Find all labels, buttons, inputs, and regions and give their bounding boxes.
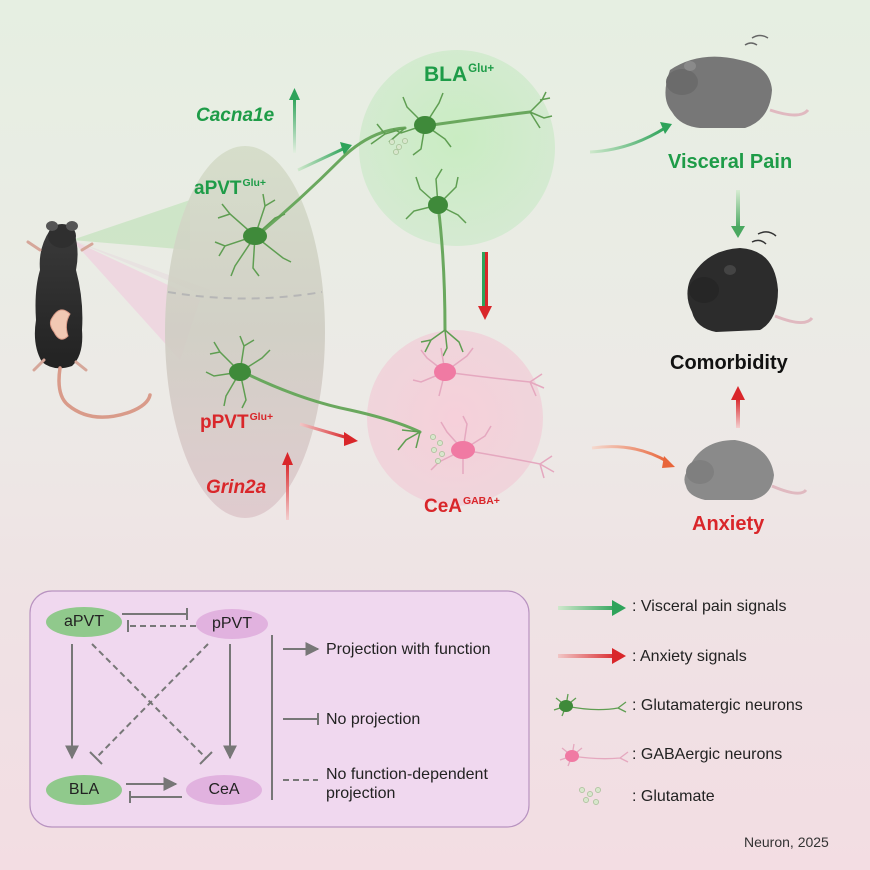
cea-label-name: CeA [424, 496, 463, 517]
mouse-illustration [26, 221, 152, 419]
grin2a-label: Grin2a [206, 477, 267, 498]
legend-glutamate-text: : Glutamate [632, 788, 715, 805]
key-no-function-dependent-line1: No function-dependent [326, 766, 488, 783]
key-projection-with-function: Projection with function [326, 641, 491, 658]
legend-visceral-arrow [558, 600, 626, 616]
key-no-function-dependent: No function-dependent projection [326, 765, 488, 803]
grin2a-up-arrow [282, 452, 293, 520]
cea-neuron-top [412, 347, 545, 397]
apvt-label: aPVTGlu+ [194, 178, 266, 200]
ppvt-label: pPVTGlu+ [200, 412, 273, 434]
key-no-function-dependent-line2: projection [326, 785, 396, 802]
visceral-pain-label: Visceral Pain [668, 151, 793, 173]
comorbidity-label: Comorbidity [670, 352, 788, 374]
apvt-neuron [214, 193, 292, 277]
rat-visceral-pain [665, 34, 810, 128]
ppvt-neuron [205, 335, 271, 409]
anxiety-label: Anxiety [692, 513, 765, 535]
legend-glutamate-dots [579, 787, 601, 805]
bla-region [359, 50, 555, 246]
key-node-cea: CeA [186, 775, 262, 805]
bla-neuron-top [392, 91, 553, 156]
key-node-bla: BLA [46, 775, 122, 805]
rat-comorbidity [687, 231, 814, 332]
key-node-apvt: aPVT [46, 607, 122, 637]
cea-label: CeAGABA+ [424, 496, 500, 518]
key-connections [65, 608, 320, 803]
legend-visceral-text: : Visceral pain signals [632, 598, 787, 615]
bla-label-sup: Glu+ [468, 63, 495, 76]
apvt-label-sup: Glu+ [242, 178, 267, 190]
bla-label: BLAGlu+ [424, 63, 494, 87]
apvt-label-name: aPVT [194, 178, 242, 199]
cea-region [367, 330, 543, 506]
key-node-ppvt: pPVT [196, 609, 268, 639]
ppvt-to-cea-arrow [299, 422, 358, 446]
glutamate-release-dots [389, 138, 445, 464]
bla-label-name: BLA [424, 63, 468, 86]
legend-glutamatergic-text: : Glutamatergic neurons [632, 697, 803, 714]
legend-gabaergic-neuron [559, 743, 629, 767]
pvt-region [165, 146, 325, 518]
journal-credit: Neuron, 2025 [744, 834, 829, 850]
legend-anxiety-text: : Anxiety signals [632, 648, 747, 665]
cea-label-sup: GABA+ [463, 496, 500, 508]
cacna1e-up-arrow [289, 88, 300, 153]
cea-to-anxiety-arrow [591, 445, 675, 468]
legend-anxiety-arrow [558, 648, 626, 664]
bla-neuron-bottom [405, 168, 467, 224]
rat-anxiety [684, 440, 808, 500]
visceral-to-comorbidity-arrow [731, 190, 745, 238]
bla-to-visceral-pain-arrow [589, 122, 672, 154]
ppvt-label-sup: Glu+ [249, 412, 274, 424]
legend-gabaergic-text: : GABAergic neurons [632, 746, 783, 763]
ppvt-label-name: pPVT [200, 412, 249, 433]
key-no-projection: No projection [326, 711, 421, 728]
key-box [29, 590, 530, 828]
cacna1e-label: Cacna1e [196, 105, 275, 126]
legend-glutamatergic-neuron [553, 693, 627, 717]
apvt-to-bla-arrow [297, 142, 352, 172]
pvt-divider [167, 291, 323, 300]
bla-terminal [370, 123, 464, 451]
bla-to-cea-arrow [478, 252, 492, 320]
anxiety-to-comorbidity-arrow [731, 386, 745, 428]
